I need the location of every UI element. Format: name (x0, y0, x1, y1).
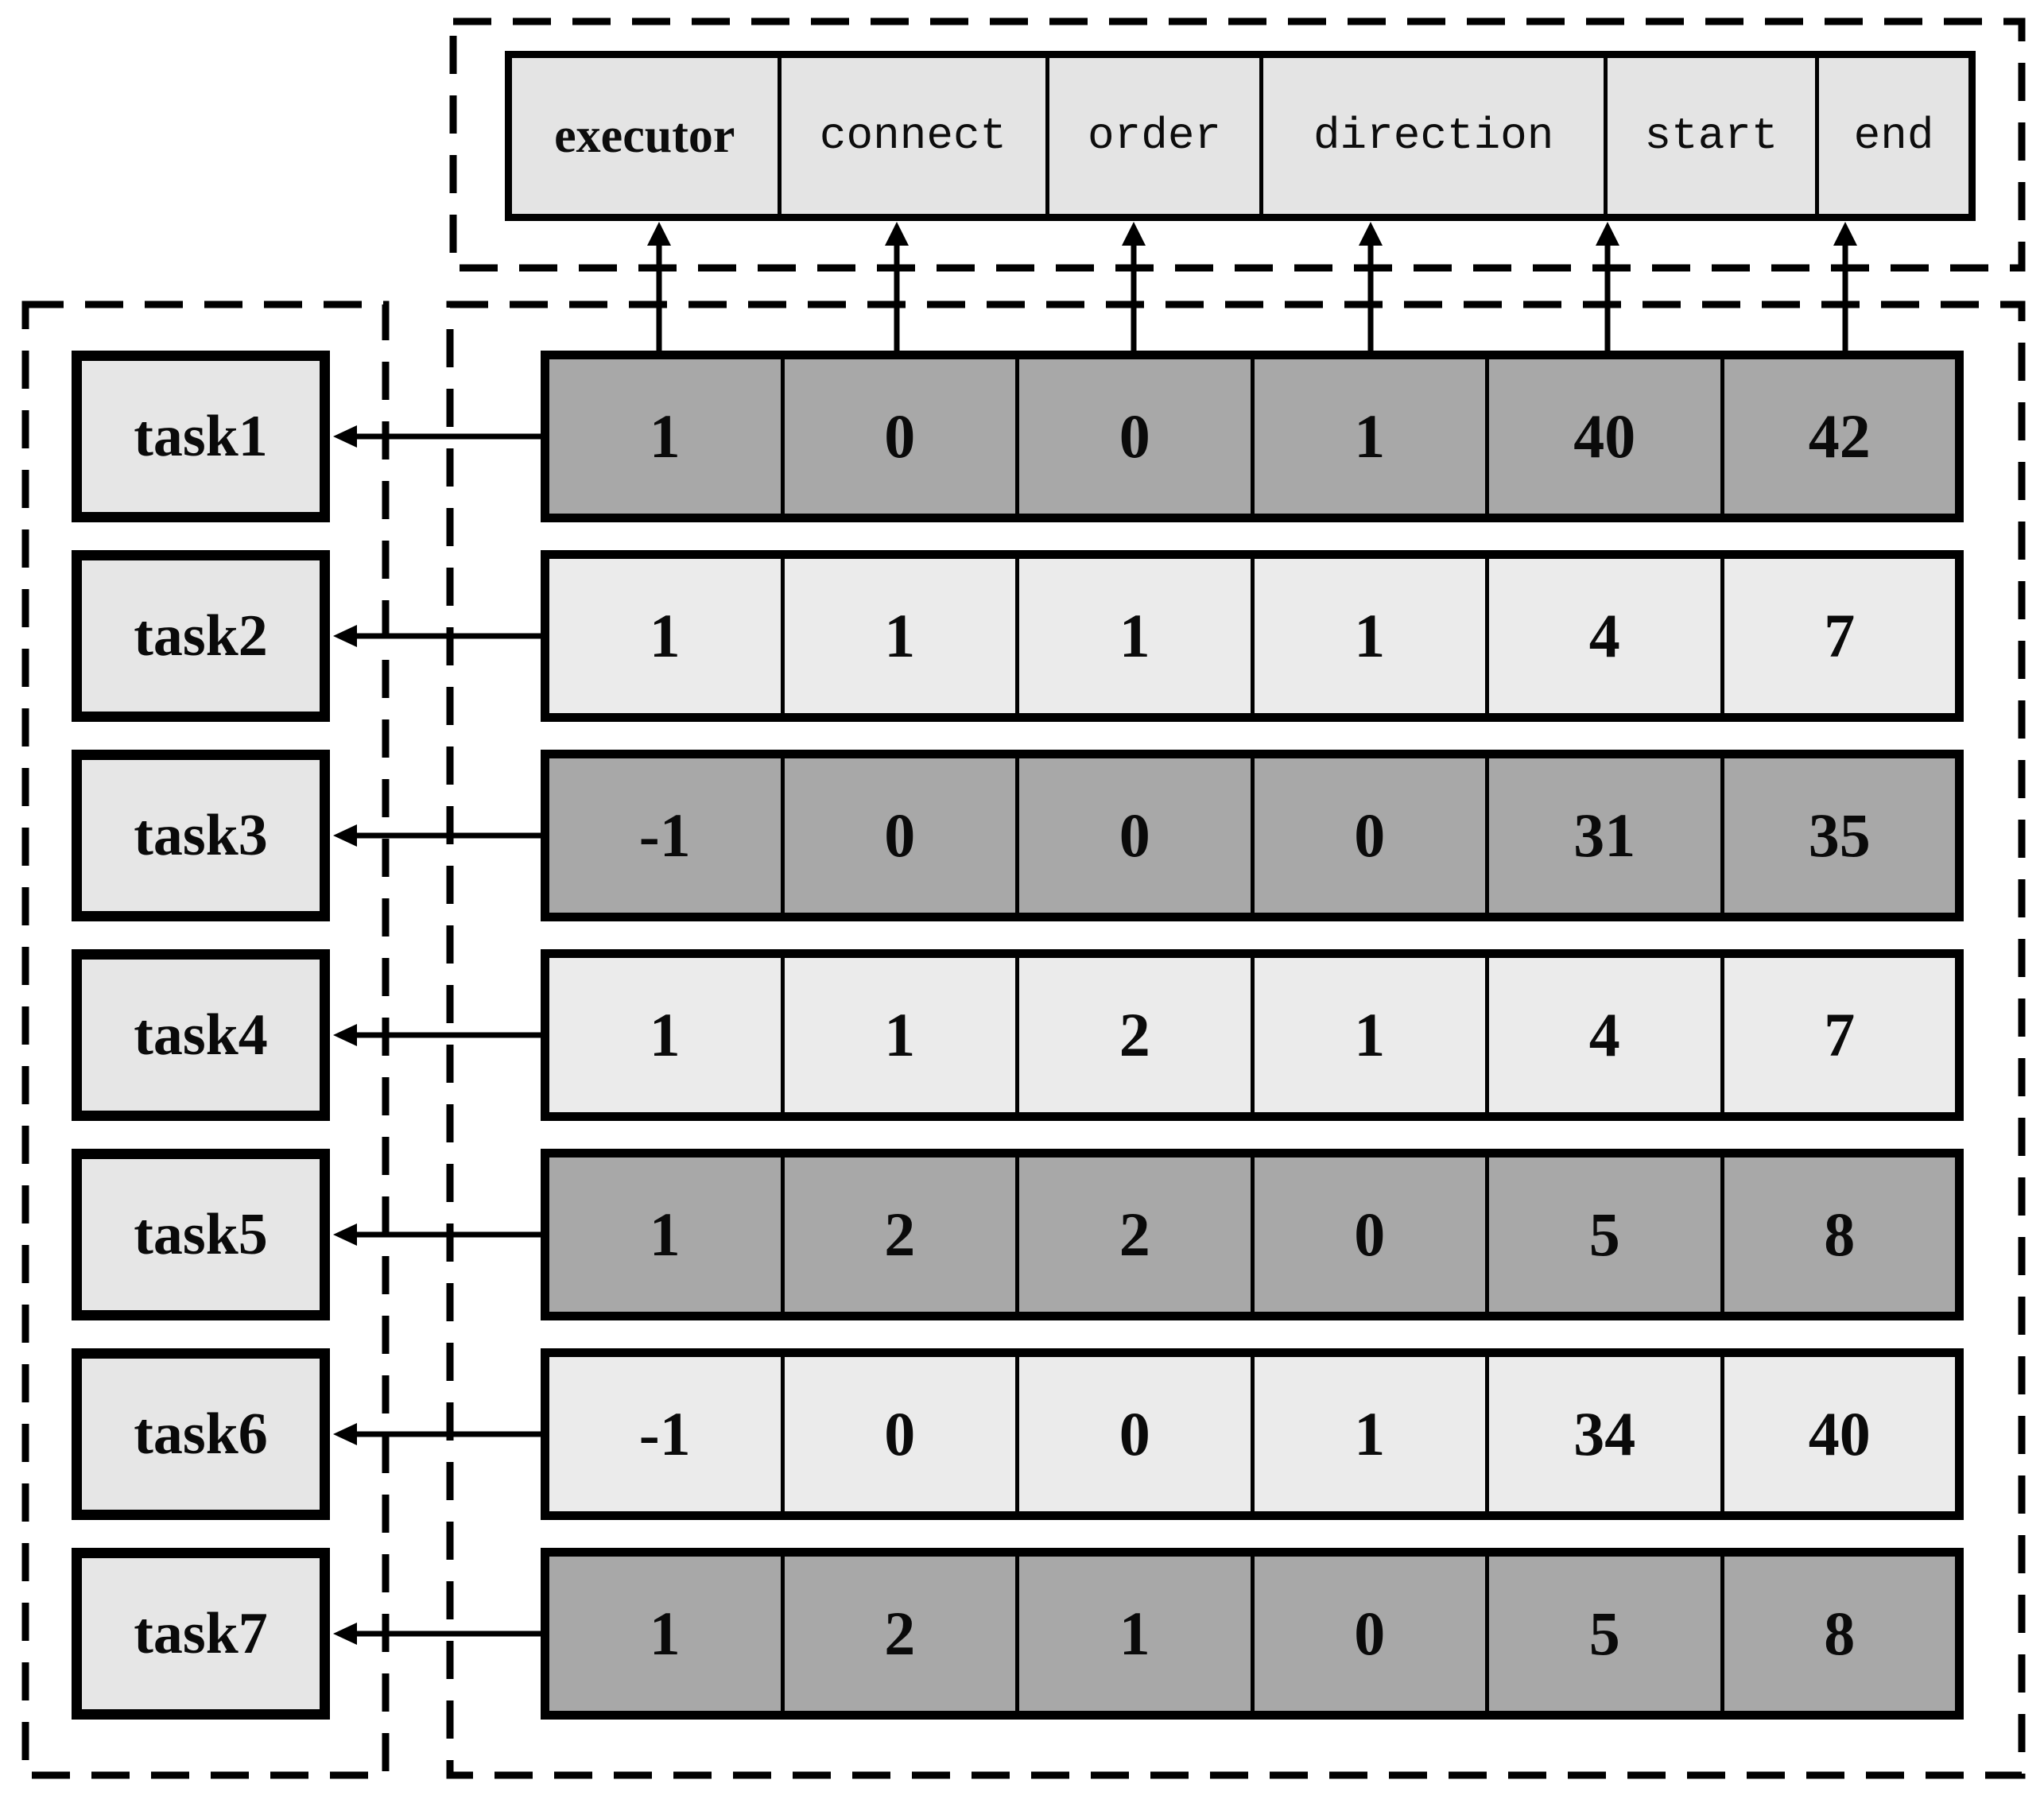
cell-task6-end: 40 (1720, 1357, 1956, 1511)
arrow-up-executor (647, 222, 671, 351)
cell-task7-direction: 0 (1250, 1557, 1486, 1711)
cell-task2-order: 1 (1015, 559, 1251, 713)
cell-task5-order: 2 (1015, 1157, 1251, 1312)
column-header-end: end (1815, 58, 1968, 214)
cell-task4-start: 4 (1485, 958, 1720, 1112)
arrow-up-start (1596, 222, 1619, 351)
cell-task6-connect: 0 (780, 1357, 1016, 1511)
cell-task2-end: 7 (1720, 559, 1956, 713)
task-box-1: task1 (72, 351, 330, 522)
arrow-row4-to-task4 (333, 1024, 541, 1046)
task-group-dashed-box (21, 301, 390, 1779)
cell-task6-executor: -1 (638, 1399, 691, 1468)
cell-task3-connect: 0 (780, 758, 1016, 913)
cell-task1-end: 42 (1720, 359, 1956, 514)
cell-task2-connect: 1 (780, 559, 1016, 713)
cell-task6-direction: 1 (1250, 1357, 1486, 1511)
vector-row-task6: -1 0 0 1 34 40 (541, 1348, 1964, 1520)
cell-task7-start: 5 (1485, 1557, 1720, 1711)
column-header-executor: executor (554, 108, 735, 163)
arrow-up-end (1833, 222, 1857, 351)
arrow-row5-to-task5 (333, 1223, 541, 1246)
arrow-row2-to-task2 (333, 625, 541, 647)
cell-task7-end: 8 (1720, 1557, 1956, 1711)
cell-task3-executor: -1 (638, 801, 691, 870)
column-header-order: order (1045, 58, 1260, 214)
vector-row-task3: -1 0 0 0 31 35 (541, 750, 1964, 921)
column-header-connect: connect (777, 58, 1045, 214)
cell-task2-direction: 1 (1250, 559, 1486, 713)
cell-task6-start: 34 (1485, 1357, 1720, 1511)
cell-task2-executor: 1 (649, 601, 681, 670)
cell-task7-connect: 2 (780, 1557, 1016, 1711)
column-header-direction: direction (1259, 58, 1603, 214)
vector-row-task7: 1 2 1 0 5 8 (541, 1548, 1964, 1720)
cell-task4-order: 2 (1015, 958, 1251, 1112)
vector-row-task2: 1 1 1 1 4 7 (541, 550, 1964, 722)
cell-task4-executor: 1 (649, 1000, 681, 1069)
cell-task7-order: 1 (1015, 1557, 1251, 1711)
cell-task5-executor: 1 (649, 1200, 681, 1269)
vector-row-task1: 1 0 0 1 40 42 (541, 351, 1964, 522)
arrow-row6-to-task6 (333, 1423, 541, 1445)
arrow-row7-to-task7 (333, 1623, 541, 1645)
arrow-up-order (1122, 222, 1146, 351)
cell-task7-executor: 1 (649, 1599, 681, 1668)
vector-row-task5: 1 2 2 0 5 8 (541, 1149, 1964, 1320)
task-box-6: task6 (72, 1348, 330, 1520)
cell-task3-end: 35 (1720, 758, 1956, 913)
cell-task1-connect: 0 (780, 359, 1016, 514)
cell-task3-order: 0 (1015, 758, 1251, 913)
cell-task5-end: 8 (1720, 1157, 1956, 1312)
cell-task4-direction: 1 (1250, 958, 1486, 1112)
cell-task5-direction: 0 (1250, 1157, 1486, 1312)
cell-task4-end: 7 (1720, 958, 1956, 1112)
task-box-7: task7 (72, 1548, 330, 1720)
cell-task3-start: 31 (1485, 758, 1720, 913)
column-header-start: start (1603, 58, 1815, 214)
arrow-up-connect (885, 222, 909, 351)
arrow-up-direction (1359, 222, 1383, 351)
task-box-4: task4 (72, 949, 330, 1121)
attribute-header-row: executor connect order direction start e… (505, 51, 1976, 221)
cell-task1-executor: 1 (649, 401, 681, 471)
cell-task1-direction: 1 (1250, 359, 1486, 514)
task-box-2: task2 (72, 550, 330, 722)
cell-task3-direction: 0 (1250, 758, 1486, 913)
cell-task1-order: 0 (1015, 359, 1251, 514)
cell-task6-order: 0 (1015, 1357, 1251, 1511)
cell-task2-start: 4 (1485, 559, 1720, 713)
cell-task4-connect: 1 (780, 958, 1016, 1112)
task-box-3: task3 (72, 750, 330, 921)
vector-row-task4: 1 1 2 1 4 7 (541, 949, 1964, 1121)
cell-task5-start: 5 (1485, 1157, 1720, 1312)
vector-group-dashed-box (446, 301, 2026, 1779)
header-group-dashed-box (449, 17, 2026, 272)
cell-task5-connect: 2 (780, 1157, 1016, 1312)
arrow-row3-to-task3 (333, 824, 541, 847)
task-box-5: task5 (72, 1149, 330, 1320)
arrow-row1-to-task1 (333, 425, 541, 448)
cell-task1-start: 40 (1485, 359, 1720, 514)
